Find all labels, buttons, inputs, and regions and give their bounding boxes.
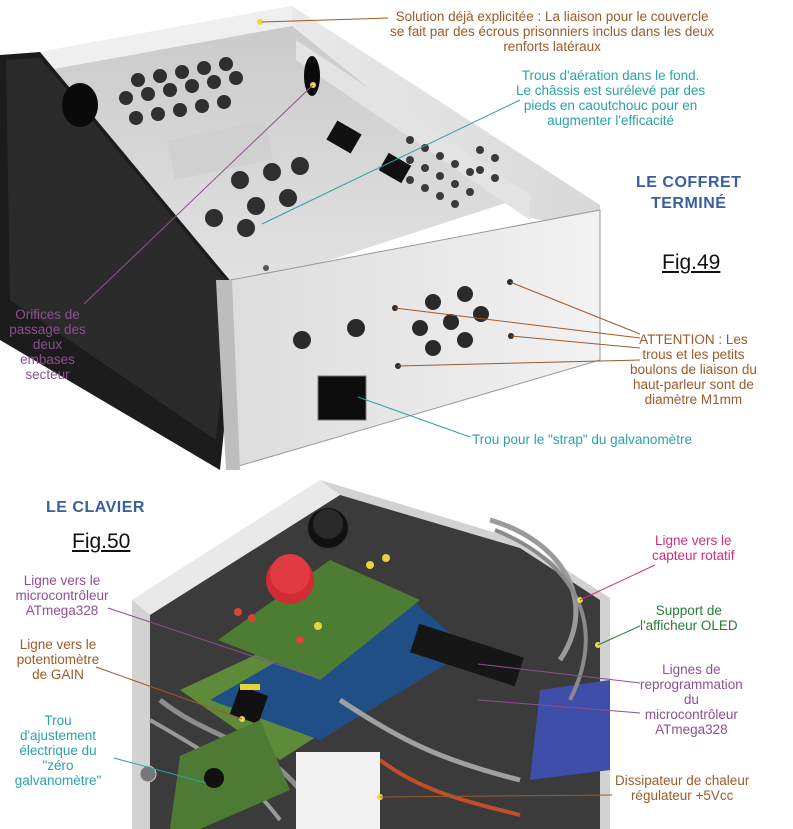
note-line: Solution déjà explicitée : La liaison po… [395, 9, 709, 24]
note-line: pieds en caoutchouc pour en [523, 98, 698, 113]
note-trou-zero: Trou d'ajustement électrique du "zéro ga… [0, 713, 116, 788]
note-line: du [683, 692, 699, 707]
note-line: Lignes de [662, 662, 721, 677]
note-line: Dissipateur de chaleur [615, 773, 750, 788]
note-line: potentiomètre [16, 652, 100, 667]
note-solution: Solution déjà explicitée : La liaison po… [390, 9, 714, 54]
note-line: Trou pour le "strap" du galvanomètre [472, 432, 692, 447]
note-oled: Support de l'afficheur OLED [640, 603, 738, 633]
note-line: passage des [9, 322, 86, 337]
fig-50-label: Fig.50 [72, 530, 131, 553]
note-line: boulons de liaison du [630, 362, 757, 377]
note-strap: Trou pour le "strap" du galvanomètre [472, 432, 692, 447]
note-line: reprogrammation [640, 677, 743, 692]
note-dissipateur: Dissipateur de chaleur régulateur +5Vcc [615, 773, 749, 803]
note-line: Ligne vers le [655, 533, 732, 548]
note-line: embases [20, 352, 75, 367]
note-attention: ATTENTION : Les trous et les petits boul… [630, 332, 757, 407]
note-line: ATmega328 [655, 722, 728, 737]
note-line: se fait par des écrous prisonniers inclu… [390, 24, 715, 39]
note-line: l'afficheur OLED [640, 618, 738, 633]
note-line: Trou [44, 713, 72, 728]
note-trous-aeration: Trous d'aération dans le fond. Le châssi… [516, 68, 705, 128]
note-line: Le châssis est surélevé par des [516, 83, 706, 98]
note-line: secteur [25, 367, 70, 382]
note-line: microcontrôleur [15, 588, 109, 603]
note-reprog: Lignes de reprogrammation du microcontrô… [640, 662, 743, 737]
note-line: haut-parleur sont de [633, 377, 754, 392]
note-ligne-potar: Ligne vers le potentiomètre de GAIN [0, 637, 116, 682]
note-line: "zéro [42, 758, 74, 773]
note-line: microcontrôleur [644, 707, 738, 722]
note-line: ATTENTION : Les [639, 332, 748, 347]
note-line: Orifices de [15, 307, 80, 322]
note-capteur: Ligne vers le capteur rotatif [652, 533, 735, 563]
note-line: augmenter l'efficacité [547, 113, 674, 128]
note-orifices: Orifices de passage des deux embases sec… [0, 307, 95, 382]
note-line: renforts latéraux [503, 39, 601, 54]
note-line: Ligne vers le [23, 573, 101, 588]
note-line: d'ajustement [19, 728, 97, 743]
note-line: deux [32, 337, 63, 352]
title-line: TERMINÉ [650, 195, 727, 212]
note-ligne-atmega: Ligne vers le microcontrôleur ATmega328 [6, 573, 118, 618]
note-line: capteur rotatif [652, 548, 735, 563]
title-coffret: LE COFFRET TERMINÉ [636, 172, 741, 214]
note-line: diamètre M1mm [644, 392, 743, 407]
note-line: régulateur +5Vcc [630, 788, 734, 803]
note-line: Support de [655, 603, 722, 618]
note-line: de GAIN [32, 667, 84, 682]
title-clavier: LE CLAVIER [46, 499, 145, 516]
fig-49-label: Fig.49 [662, 251, 721, 274]
note-line: Trous d'aération dans le fond. [521, 68, 700, 83]
note-line: trous et les petits [642, 347, 745, 362]
note-line: électrique du [19, 743, 97, 758]
title-line: LE COFFRET [636, 174, 742, 191]
note-line: galvanomètre" [14, 773, 102, 788]
note-line: ATmega328 [25, 603, 99, 618]
note-line: Ligne vers le [19, 637, 97, 652]
